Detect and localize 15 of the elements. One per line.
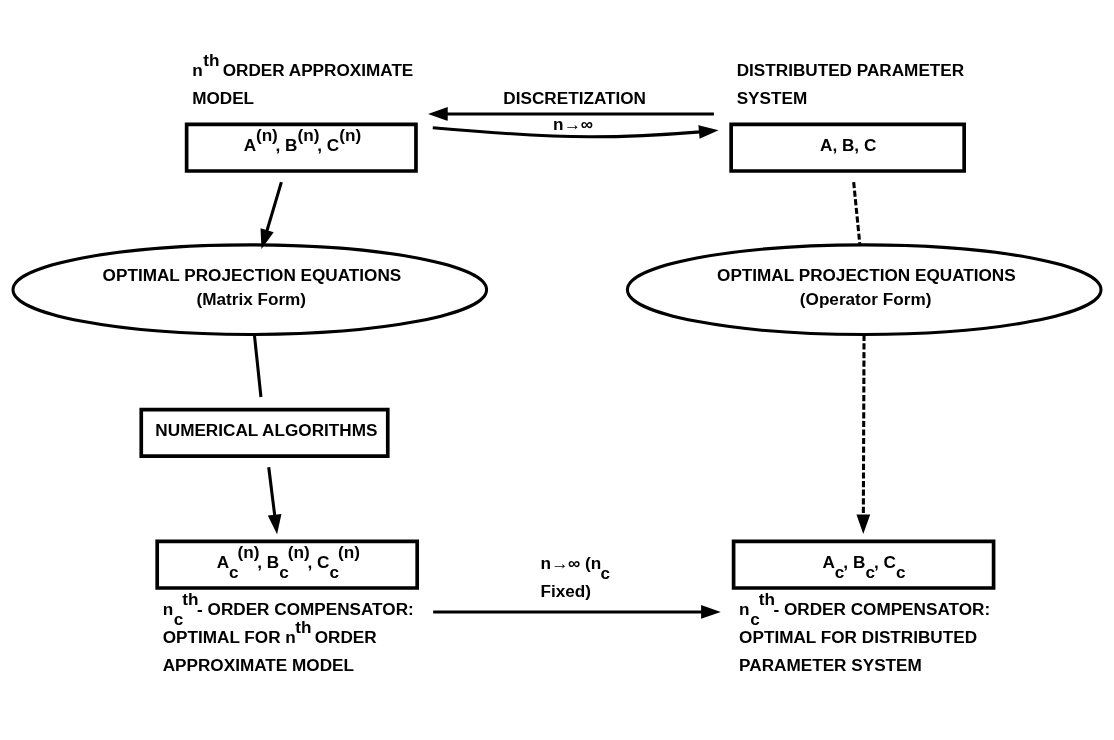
connector (252, 334, 263, 398)
connector (852, 182, 862, 245)
arrow (260, 181, 283, 250)
node-box: A, B, C (729, 122, 966, 173)
node-ellipse: OPTIMAL PROJECTION EQUATIONS (Operator Form) (625, 243, 1103, 336)
arrow (428, 107, 714, 121)
edge-label: n→∞ (553, 114, 593, 135)
edge-label: DISCRETIZATION (503, 88, 646, 109)
node-box: NUMERICAL ALGORITHMS (139, 407, 390, 458)
arrow (856, 335, 871, 535)
arrow (433, 605, 721, 619)
arrow (267, 467, 282, 535)
arrow (432, 125, 719, 139)
node-ellipse: OPTIMAL PROJECTION EQUATIONS (Matrix Form) (11, 243, 489, 336)
node-label: DISTRIBUTED PARAMETER SYSTEM (736, 60, 965, 109)
